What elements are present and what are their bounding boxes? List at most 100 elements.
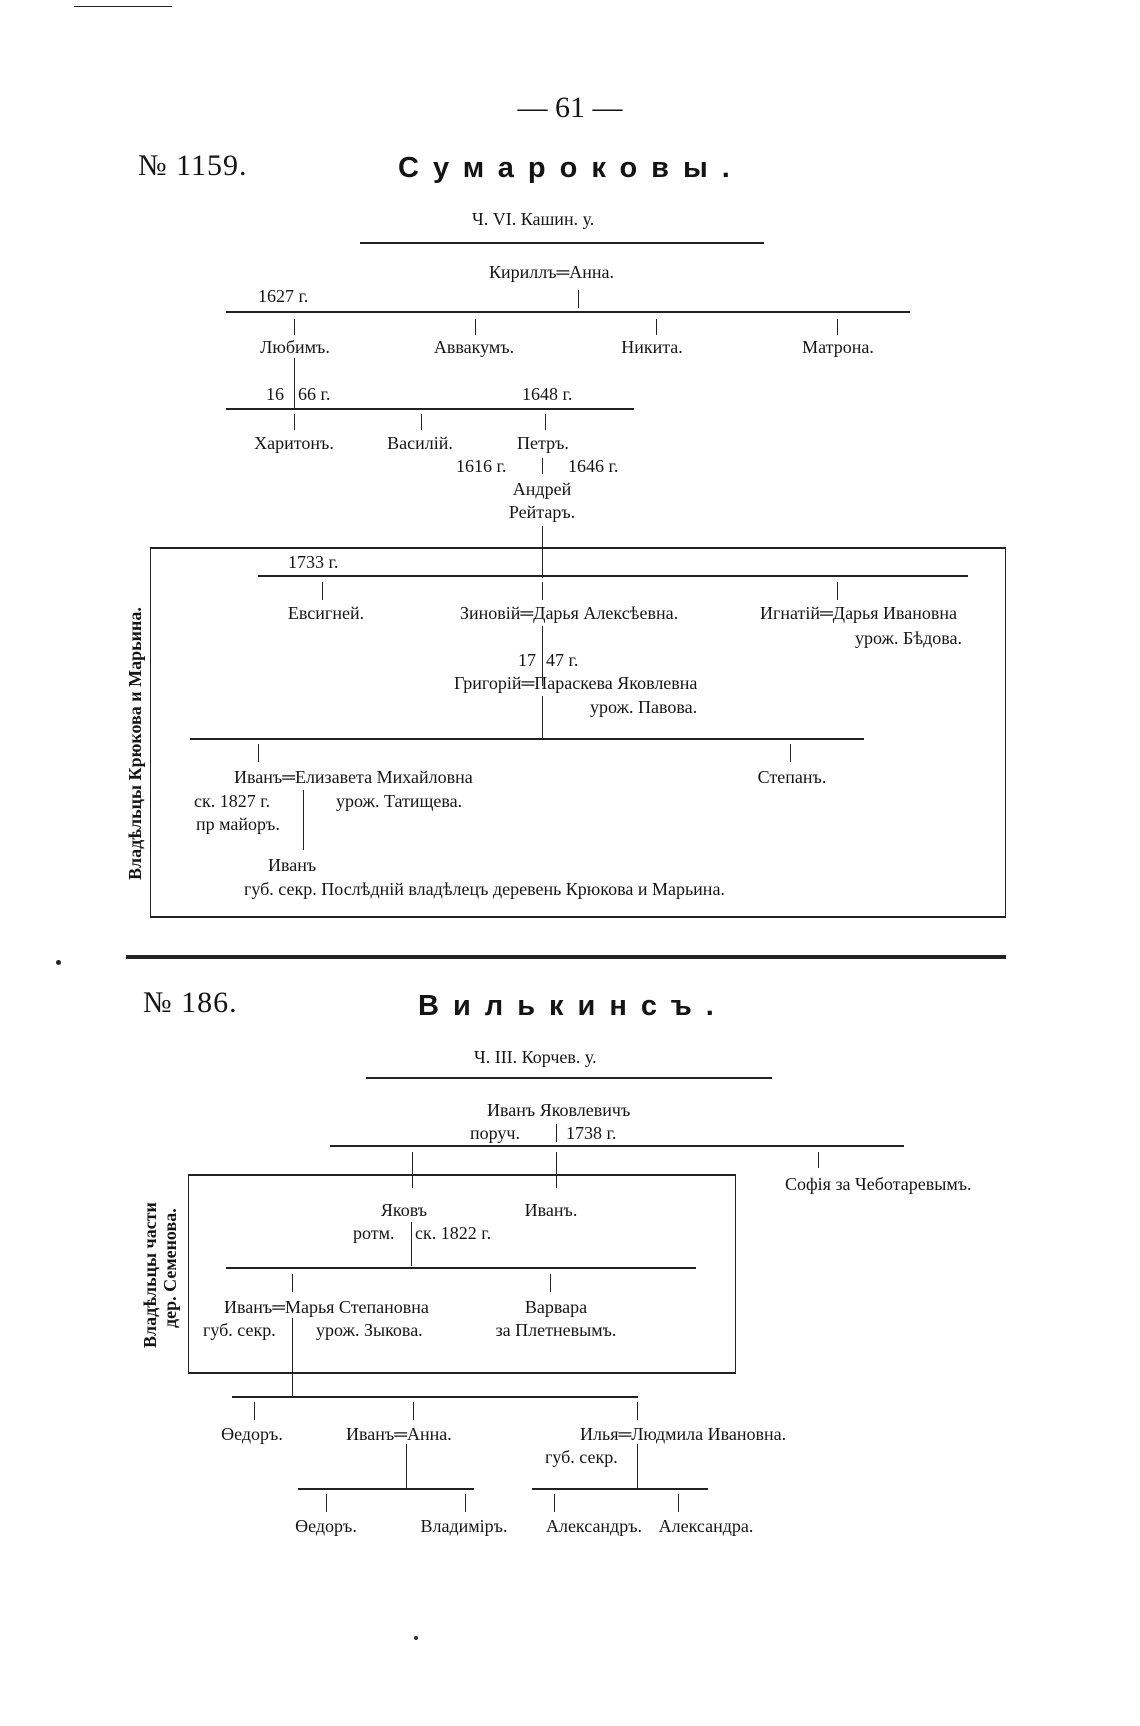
entry-number: № 186. [143,986,238,1019]
sibling-bar [330,1145,904,1147]
connector [542,582,543,600]
maiden-name: урож. Бѣдова. [855,628,963,648]
box-right [735,1174,736,1374]
person-note: поруч. [470,1123,520,1143]
connector [421,414,422,430]
box-bottom [188,1372,736,1374]
connector [413,1402,414,1420]
sibling-bar [226,408,634,410]
year-label: 1733 г. [288,552,339,572]
root-person: Иванъ Яковлевичъ [487,1100,631,1120]
person: Любимъ. [260,337,330,357]
person: Александръ. [545,1516,643,1536]
top-edge-rule [74,6,172,7]
person-note: губ. секр. [545,1447,618,1467]
side-note: Владѣльцы части дер. Семенова. [140,1202,180,1348]
person: Иванъ. [524,1200,578,1220]
connector [790,744,791,762]
person: Никита. [621,337,683,357]
side-note-line: дер. Семенова. [160,1208,180,1328]
box-left [150,547,151,917]
couple: Игнатій═Дарья Ивановна [760,603,958,623]
person: Андрей [512,479,572,499]
connector [837,582,838,600]
year-label: 66 г. [298,384,331,404]
connector [637,1444,638,1488]
sibling-bar [190,738,864,740]
sibling-bar [226,1267,696,1269]
year-label: 47 г. [546,650,579,670]
entry-surname: Вилькинсъ. [418,990,728,1022]
connector [818,1152,819,1168]
connector [406,1444,407,1488]
person-note: ск. 1827 г. [194,791,271,811]
connector [303,790,304,850]
root-couple: Кириллъ═Анна. [489,262,615,282]
box-top [150,547,1006,549]
person: Харитонъ. [254,433,334,453]
person-note: губ. секр. [203,1320,276,1340]
connector [294,319,295,335]
header-rule [366,1077,772,1079]
person: Варвара [524,1297,588,1317]
person: Евсигней. [287,603,365,623]
connector [656,319,657,335]
year-label: 1648 г. [522,384,573,404]
couple: Илья═Людмила Ивановна. [580,1424,787,1444]
person: Василій. [387,433,453,453]
person: Аввакумъ. [433,337,515,357]
connector [550,1274,551,1292]
side-note: Владѣльцы Крюкова и Марьина. [125,607,145,880]
box-left [188,1174,189,1374]
maiden-name: урож. Зыкова. [316,1320,423,1340]
year-label: 1616 г. [456,456,507,476]
header-rule [360,242,764,244]
connector [542,696,543,738]
connector [556,1124,557,1142]
connector [542,626,543,686]
side-note-line: Владѣльцы части [140,1202,160,1348]
couple: Иванъ═Анна. [346,1424,452,1444]
connector [542,458,543,474]
connector [292,1318,293,1396]
speck [414,1636,418,1640]
person: Яковъ [380,1200,428,1220]
person-title: Рейтаръ. [508,502,576,522]
connector [326,1494,327,1512]
connector [578,290,579,308]
couple: Иванъ═Елизавета Михайловна [234,767,473,787]
couple: Иванъ═Марья Степановна [224,1297,429,1317]
person: Өедоръ. [221,1424,283,1444]
person: Александра. [658,1516,754,1536]
year-label: 1738 г. [566,1123,617,1143]
person-note: пр майоръ. [196,814,280,834]
sibling-bar [232,1396,638,1398]
connector [294,358,295,408]
entry-location: Ч. VI. Кашин. у. [472,209,595,229]
connector [294,414,295,430]
person: Өедоръ. [295,1516,357,1536]
couple: Зиновій═Дарья Алексѣевна. [460,603,679,623]
person: Иванъ [268,855,317,875]
entry-number: № 1159. [138,149,248,182]
connector [411,1222,412,1266]
person: Владиміръ. [420,1516,508,1536]
box-bottom [150,916,1006,918]
person: Петръ. [517,433,569,453]
person-note: губ. секр. Послѣдній владѣлецъ деревень … [244,879,725,899]
sibling-bar [226,311,910,313]
section-separator [126,955,1006,959]
sibling-bar [532,1488,708,1490]
connector [465,1494,466,1512]
couple: Григорій═Параскева Яковлевна [454,673,698,693]
person: Софія за Чеботаревымъ. [785,1174,972,1194]
connector [322,582,323,600]
entry-location: Ч. III. Корчев. у. [474,1047,597,1067]
maiden-name: урож. Татищева. [336,791,463,811]
sibling-bar [258,575,968,577]
year-label: 17 [518,650,536,670]
year-label: 1646 г. [568,456,619,476]
connector [258,744,259,762]
box-right [1005,547,1006,917]
connector [475,319,476,335]
